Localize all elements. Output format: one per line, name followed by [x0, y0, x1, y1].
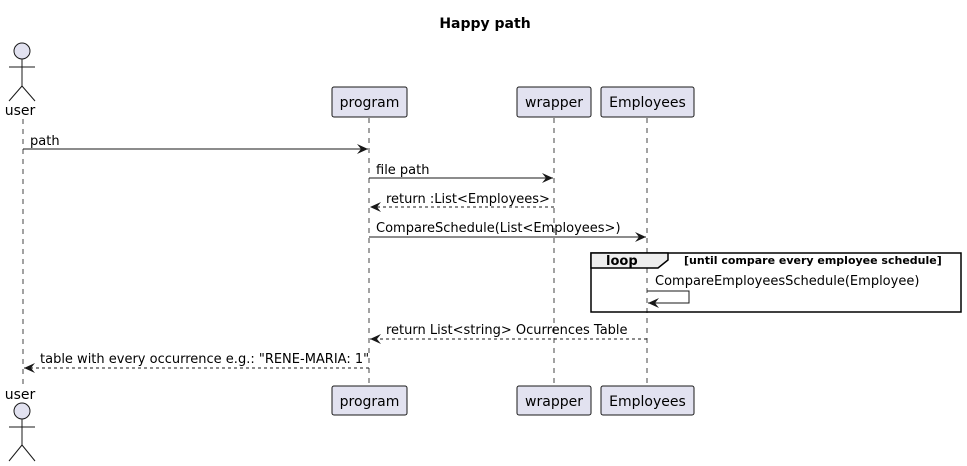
message-2: file path — [369, 163, 553, 183]
message-arrow — [647, 290, 690, 308]
message-label: path — [30, 134, 60, 149]
participant-label-wrapper-top: wrapper — [525, 95, 583, 111]
participant-program-top: program — [331, 86, 408, 118]
message-1: path — [23, 134, 368, 154]
message-5-self: CompareEmployeesSchedule(Employee) — [647, 274, 919, 308]
lifelines — [22, 118, 648, 387]
loop-fragment: loop [until compare every employee sched… — [590, 252, 962, 313]
actor-user-top — [8, 42, 36, 102]
participant-program-bottom: program — [331, 385, 408, 416]
participant-label-user-bottom: user — [5, 387, 36, 403]
message-label: CompareEmployeesSchedule(Employee) — [655, 274, 919, 289]
actor-head-icon — [13, 402, 31, 420]
message-label: CompareSchedule(List<Employees>) — [376, 221, 621, 236]
participant-wrapper-bottom: wrapper — [516, 385, 592, 416]
message-label: table with every occurrence e.g.: "RENE-… — [40, 352, 369, 367]
participant-label-employees-bottom: Employees — [609, 394, 686, 410]
actor-user-bottom — [8, 402, 36, 462]
message-4: CompareSchedule(List<Employees>) — [369, 221, 646, 242]
participant-employees-top: Employees — [600, 86, 695, 118]
message-label: file path — [376, 163, 430, 178]
message-3: return :List<Employees> — [370, 192, 554, 212]
actor-head-icon — [13, 42, 31, 60]
message-7: table with every occurrence e.g.: "RENE-… — [24, 352, 369, 373]
participant-wrapper-top: wrapper — [516, 86, 592, 118]
diagram-title: Happy path — [439, 16, 530, 32]
participant-label-user-top: user — [5, 103, 36, 119]
participant-label-program-bottom: program — [340, 394, 400, 410]
loop-keyword: loop — [606, 254, 638, 269]
participant-label-employees-top: Employees — [609, 95, 686, 111]
participant-employees-bottom: Employees — [600, 385, 695, 416]
message-label: return :List<Employees> — [386, 192, 550, 207]
participant-label-wrapper-bottom: wrapper — [525, 394, 583, 410]
participant-label-program-top: program — [340, 95, 400, 111]
loop-condition: [until compare every employee schedule] — [684, 254, 942, 267]
message-label: return List<string> Ocurrences Table — [386, 323, 628, 338]
message-6: return List<string> Ocurrences Table — [370, 323, 647, 344]
